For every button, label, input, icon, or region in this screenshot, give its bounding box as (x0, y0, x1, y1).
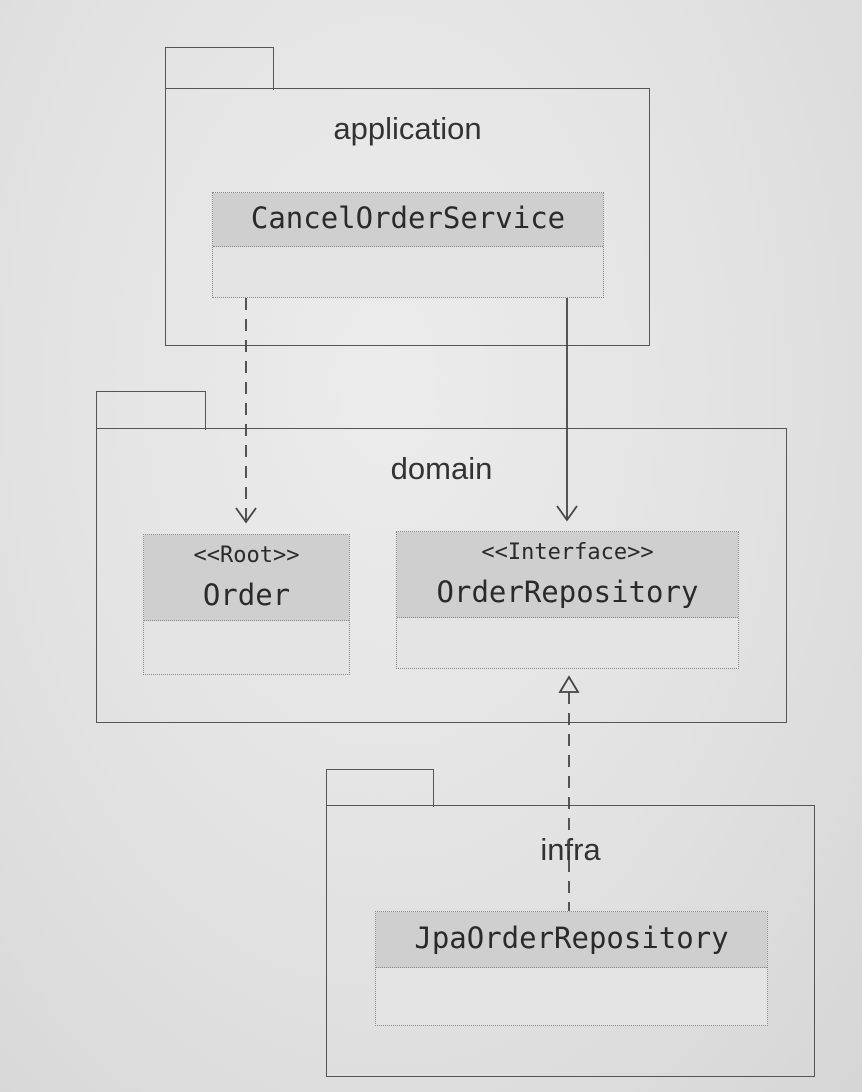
jpa-order-repository-header: JpaOrderRepository (376, 912, 767, 968)
order-repository-interface: <<Interface>> OrderRepository (396, 531, 739, 669)
infra-package-name: infra (540, 832, 601, 867)
jpa-order-repository-name: JpaOrderRepository (414, 921, 729, 955)
domain-package: domain (96, 428, 787, 723)
cancel-order-service-header: CancelOrderService (213, 193, 603, 247)
cancel-order-service-class: CancelOrderService (212, 192, 604, 298)
dependency-arrowhead (235, 507, 257, 524)
jpa-order-repository-class: JpaOrderRepository (375, 911, 768, 1026)
association-arrowhead (556, 505, 578, 522)
order-repository-stereotype: <<Interface>> (481, 540, 654, 565)
order-header: <<Root>> Order (144, 535, 349, 621)
order-class: <<Root>> Order (143, 534, 350, 675)
application-package-tab (165, 47, 274, 90)
order-name: Order (202, 578, 291, 612)
order-stereotype: <<Root>> (193, 543, 300, 568)
order-repository-name: OrderRepository (436, 575, 699, 609)
cancel-order-service-name: CancelOrderService (250, 201, 566, 235)
order-repository-header: <<Interface>> OrderRepository (397, 532, 738, 618)
domain-package-tab (96, 391, 206, 430)
realization-arrowhead (558, 675, 580, 693)
infra-package: infra (326, 805, 815, 1077)
application-package: application (165, 88, 650, 346)
domain-package-name: domain (390, 451, 493, 486)
application-package-name: application (333, 111, 482, 146)
infra-package-tab (326, 769, 434, 807)
